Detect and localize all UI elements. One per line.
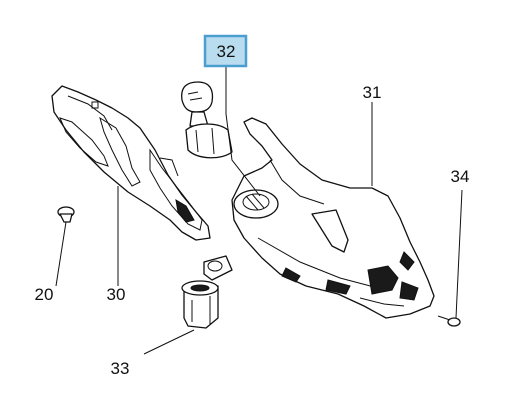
- part-31-center-console[interactable]: [231, 117, 435, 319]
- leader-32: [225, 66, 261, 197]
- leader-20: [55, 221, 67, 287]
- part-20-clip[interactable]: [57, 206, 75, 223]
- leader-34: [455, 189, 463, 319]
- part-32-gear-knob-boot[interactable]: [181, 81, 233, 159]
- callout-32[interactable]: 32: [217, 42, 236, 61]
- callout-20[interactable]: 20: [35, 285, 54, 304]
- callout-31[interactable]: 31: [363, 83, 382, 102]
- part-34-screw[interactable]: [437, 315, 461, 327]
- callout-32-highlight: [203, 34, 248, 68]
- callout-34[interactable]: 34: [451, 167, 470, 186]
- part-30-left-trim-panel[interactable]: [51, 85, 211, 241]
- part-33-cup-holder[interactable]: [181, 255, 233, 329]
- callout-30[interactable]: 30: [107, 285, 126, 304]
- leader-33: [143, 329, 195, 355]
- callout-33[interactable]: 33: [111, 359, 130, 378]
